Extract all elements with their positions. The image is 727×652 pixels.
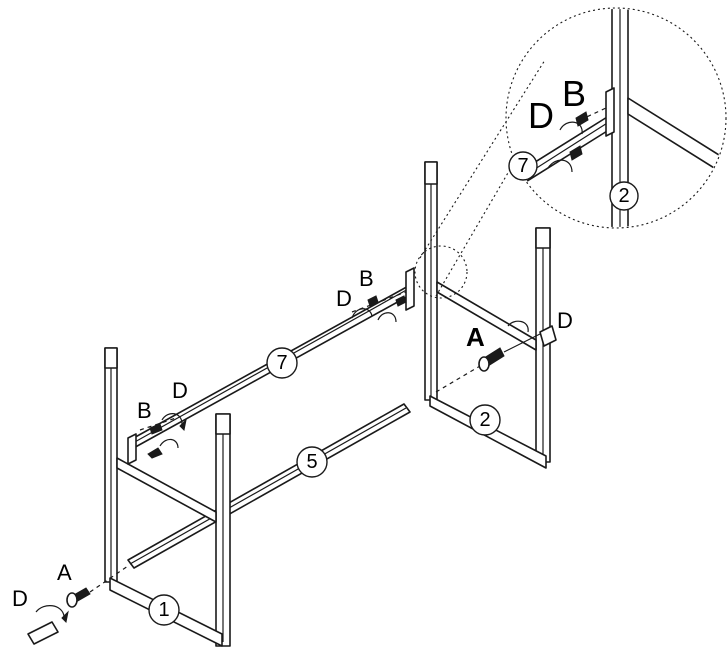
svg-text:7: 7 xyxy=(276,352,287,374)
hex-key-icon xyxy=(507,320,557,347)
svg-text:2: 2 xyxy=(479,409,490,431)
svg-text:7: 7 xyxy=(517,155,528,177)
bolt-icon xyxy=(478,329,549,372)
hardware-bottom-left: A D xyxy=(12,560,129,645)
zoom-detail: D B 7 2 xyxy=(414,7,727,299)
label-hex-key: D xyxy=(557,308,573,333)
label-bolt: A xyxy=(466,322,485,352)
callout-upper-rail: 7 xyxy=(266,347,298,379)
label-hex-key: D xyxy=(336,286,352,311)
detail-hardware xyxy=(547,107,607,173)
bolt-icon xyxy=(66,587,91,608)
label-hex-key: D xyxy=(172,378,188,403)
svg-text:2: 2 xyxy=(618,185,629,207)
hex-key-icon xyxy=(351,308,397,323)
hardware-right: A D xyxy=(435,308,573,393)
callout-end-frame-right: 2 xyxy=(469,404,501,436)
detail-label-washer: B xyxy=(562,73,586,114)
label-bolt: A xyxy=(57,560,72,585)
washer-icon xyxy=(367,295,407,307)
washer-icon xyxy=(139,417,177,459)
end-frame-left xyxy=(104,347,231,647)
label-washer: B xyxy=(359,266,374,291)
detail-label-hex-key: D xyxy=(528,95,554,136)
hardware-middle: D B xyxy=(336,266,407,323)
label-hex-key: D xyxy=(12,586,28,611)
detail-callout-end-frame: 2 xyxy=(609,181,639,211)
callout-lower-rail: 5 xyxy=(296,446,328,478)
detail-callout-upper-rail: 7 xyxy=(508,151,538,181)
svg-text:5: 5 xyxy=(306,451,317,473)
svg-text:1: 1 xyxy=(158,599,169,621)
hex-key-icon xyxy=(159,413,187,449)
hex-key-icon xyxy=(27,605,69,645)
label-washer: B xyxy=(137,398,152,423)
hardware-left-upper: B D xyxy=(137,378,188,459)
callout-end-frame-left: 1 xyxy=(148,594,180,626)
